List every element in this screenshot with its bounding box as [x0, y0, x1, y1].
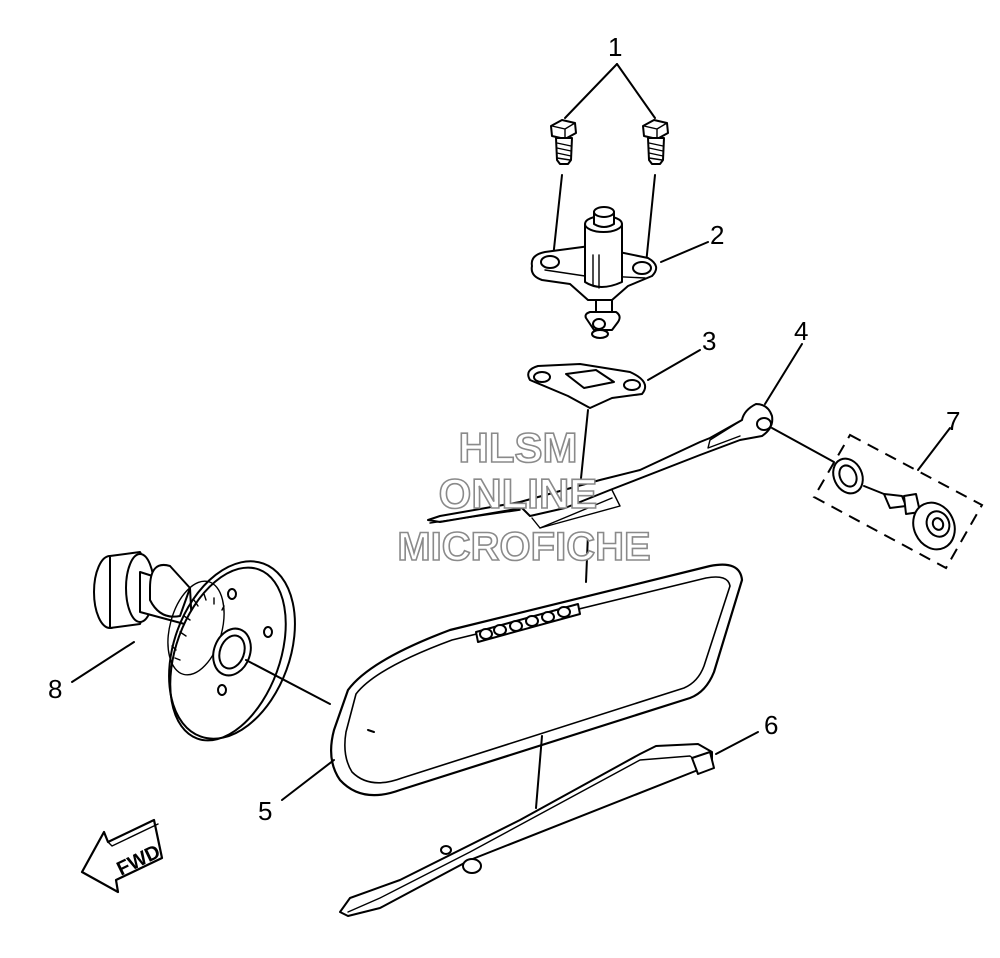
part-8-camshaft [71, 551, 331, 742]
watermark-line-3: MICROFICHE [397, 525, 650, 569]
callout-8: 8 [48, 674, 62, 704]
part-4-guide [427, 343, 835, 583]
chain-links-detail [475, 603, 581, 643]
bolt-left [550, 119, 577, 165]
part-1-bolts [550, 63, 669, 265]
callout-4: 4 [794, 316, 808, 346]
bolt-right [642, 119, 669, 165]
part-5-chain [281, 563, 744, 809]
callout-6: 6 [764, 710, 778, 740]
watermark-line-2: ONLINE [439, 470, 598, 517]
callout-2: 2 [710, 220, 724, 250]
part-7-bolt-washer [812, 427, 984, 570]
part-6-guide [339, 731, 759, 917]
watermark: HLSM ONLINE MICROFICHE [397, 423, 652, 570]
callout-3: 3 [702, 326, 716, 356]
callout-1: 1 [608, 32, 622, 62]
fwd-arrow: FWD [80, 818, 164, 894]
watermark-line-1: HLSM [459, 424, 578, 471]
callout-7: 7 [946, 406, 960, 436]
callout-labels: 1 2 3 4 5 6 7 8 [48, 32, 960, 826]
part-3-gasket [527, 349, 701, 489]
part-2-tensioner [530, 206, 709, 339]
callout-5: 5 [258, 796, 272, 826]
